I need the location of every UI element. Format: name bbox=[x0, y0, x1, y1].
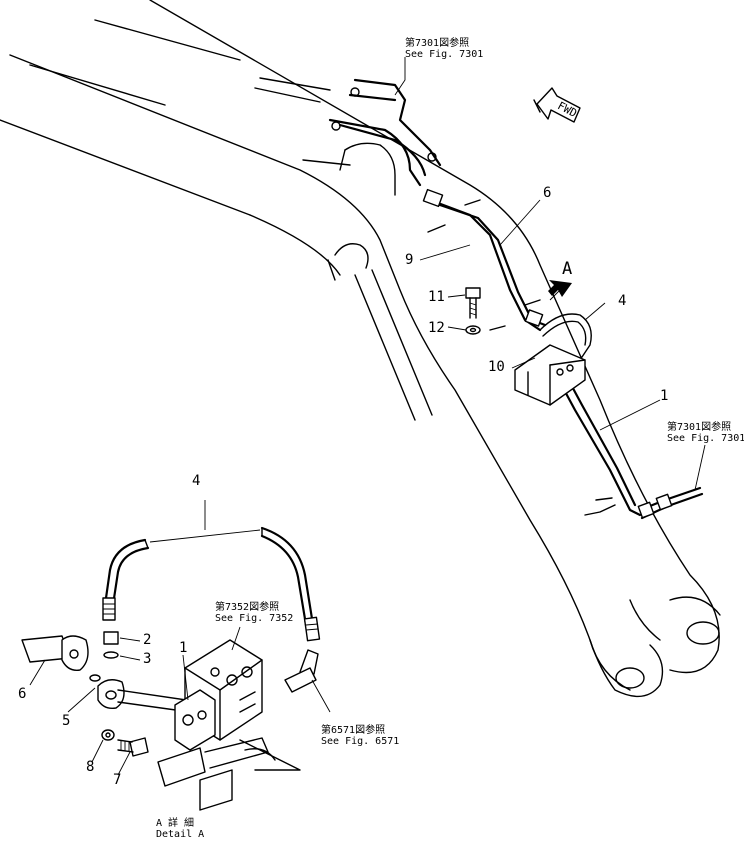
callout-jp-text: 第7301図参照 bbox=[667, 422, 732, 433]
part-number-4-detail: 4 bbox=[192, 473, 201, 489]
part-number-2: 2 bbox=[143, 632, 152, 648]
part-number-5: 5 bbox=[62, 713, 71, 729]
part-number-12: 12 bbox=[428, 320, 445, 336]
boom-piping bbox=[328, 78, 704, 520]
part-number-8: 8 bbox=[86, 759, 95, 775]
part-number-6-detail: 6 bbox=[18, 686, 27, 702]
callout-en-text: See Fig. 6571 bbox=[321, 736, 400, 747]
detail-a-caption: A 詳 細 Detail A bbox=[156, 818, 204, 840]
bolt-11-washer-12 bbox=[465, 287, 481, 335]
part-number-4-main: 4 bbox=[618, 293, 627, 309]
fwd-arrow bbox=[533, 87, 581, 123]
detail-caption-en: Detail A bbox=[156, 829, 205, 840]
callout-jp-text: 第7352図参照 bbox=[215, 602, 280, 613]
callout-en-text: See Fig. 7301 bbox=[405, 49, 484, 60]
callout-en-text: See Fig. 7301 bbox=[667, 433, 744, 444]
callout-see-fig-6571: 第6571図参照 See Fig. 6571 bbox=[321, 725, 399, 747]
view-arrow-label: A bbox=[562, 259, 573, 279]
callout-see-fig-7301-right: 第7301図参照 See Fig. 7301 bbox=[667, 422, 744, 444]
callout-see-fig-7352: 第7352図参照 See Fig. 7352 bbox=[215, 602, 293, 624]
leader-lines-main bbox=[394, 57, 706, 491]
detail-a-assembly bbox=[21, 500, 331, 811]
callout-see-fig-7301-top: 第7301図参照 See Fig. 7301 bbox=[405, 38, 483, 60]
part-number-1-main: 1 bbox=[660, 388, 669, 404]
detail-caption-jp: A 詳 細 bbox=[156, 818, 195, 829]
part-number-6-main: 6 bbox=[543, 185, 552, 201]
part-number-9: 9 bbox=[405, 252, 414, 268]
part-number-3: 3 bbox=[143, 651, 152, 667]
part-number-11: 11 bbox=[428, 289, 445, 305]
callout-en-text: See Fig. 7352 bbox=[215, 613, 294, 624]
view-arrow-a bbox=[548, 280, 572, 297]
boom-outline bbox=[0, 0, 721, 698]
callout-jp-text: 第6571図参照 bbox=[321, 725, 386, 736]
callout-jp-text: 第7301図参照 bbox=[405, 38, 470, 49]
part-number-10: 10 bbox=[488, 359, 505, 375]
part-number-7: 7 bbox=[113, 772, 122, 788]
part-number-1-detail: 1 bbox=[179, 640, 188, 656]
